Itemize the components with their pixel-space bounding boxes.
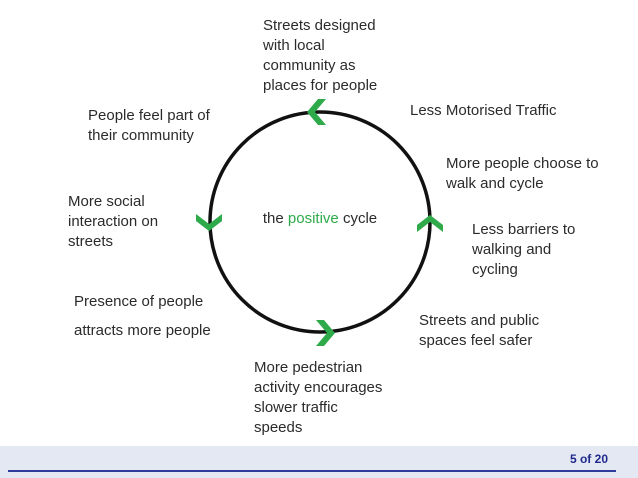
page-indicator: 5 of 20 (570, 452, 608, 466)
cycle-center-label: the positive cycle (240, 210, 400, 227)
node-streets-designed: Streets designed with local community as… (263, 17, 378, 94)
cycle-arrow-left (196, 214, 222, 231)
node-more-people-walk-cycle: More people choose to walk and cycle (446, 155, 599, 192)
slide: the positive cycle Streets designed with… (68, 17, 599, 436)
cycle-arrow-top (307, 99, 326, 125)
page-of-label: of (579, 452, 592, 466)
page-current: 5 (569, 452, 577, 466)
node-streets-feel-safer: Streets and public spaces feel safer (419, 312, 540, 349)
node-social-interaction: More social interaction on streets (68, 193, 159, 250)
node-feel-part-of-community: People feel part of their community (88, 107, 210, 144)
slide-footer: 5 of 20 (0, 446, 638, 478)
center-suffix: cycle (342, 210, 378, 227)
cycle-arrow-right (417, 215, 443, 232)
center-prefix: the (262, 210, 284, 227)
footer-divider (8, 470, 616, 472)
center-accent: positive (287, 210, 339, 227)
page-total: 20 (594, 452, 608, 466)
node-less-barriers: Less barriers to walking and cycling (472, 221, 576, 278)
cycle-diagram (196, 99, 443, 346)
node-presence-of-people: Presence of people (74, 293, 204, 310)
cycle-arrow-bottom (316, 320, 335, 346)
node-pedestrian-activity: More pedestrian activity encourages slow… (254, 359, 383, 436)
node-less-motorised-traffic: Less Motorised Traffic (410, 102, 557, 119)
node-attracts-more-people: attracts more people (74, 322, 211, 339)
